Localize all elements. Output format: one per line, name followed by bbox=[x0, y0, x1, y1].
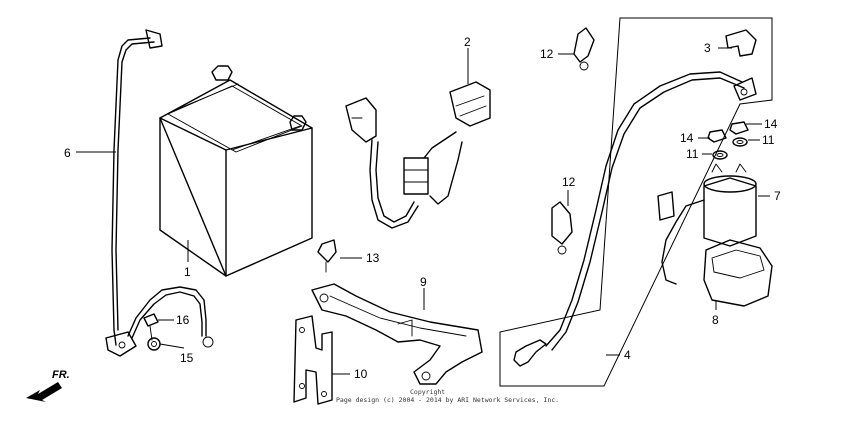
callout-1: 1 bbox=[184, 265, 191, 279]
part-12-clamp-middle[interactable] bbox=[551, 201, 573, 255]
callout-14-left: 14 bbox=[680, 131, 694, 145]
callout-3: 3 bbox=[704, 41, 711, 55]
copyright-line-1: Copyright bbox=[410, 388, 445, 396]
callout-2: 2 bbox=[464, 35, 471, 49]
direction-label: FR. bbox=[52, 369, 70, 381]
part-16-bolt[interactable] bbox=[143, 313, 159, 341]
part-11-washer-right[interactable] bbox=[732, 137, 748, 147]
part-13-clip[interactable] bbox=[317, 239, 337, 273]
part-1-battery[interactable] bbox=[159, 65, 313, 277]
part-9-bracket[interactable] bbox=[311, 283, 483, 385]
part-14-nut-left[interactable] bbox=[707, 129, 727, 143]
callout-4: 4 bbox=[624, 348, 631, 362]
callout-12-middle: 12 bbox=[562, 175, 576, 189]
leader-lines bbox=[76, 47, 770, 375]
part-11-washer-left[interactable] bbox=[712, 150, 728, 160]
part-7-starter-relay[interactable] bbox=[657, 163, 757, 285]
callout-16: 16 bbox=[176, 313, 190, 327]
part-10-plate[interactable] bbox=[293, 315, 333, 405]
part-8-relay-mount[interactable] bbox=[703, 239, 773, 307]
part-14-nut-right[interactable] bbox=[729, 121, 749, 135]
callout-7: 7 bbox=[774, 189, 781, 203]
arrow-left-down-icon bbox=[26, 382, 62, 402]
callout-11-left: 11 bbox=[686, 147, 699, 161]
callout-8: 8 bbox=[712, 313, 719, 327]
callout-6: 6 bbox=[64, 146, 71, 160]
callout-14-right: 14 bbox=[764, 117, 778, 131]
part-2-fuse-wire[interactable] bbox=[345, 81, 491, 229]
copyright-line-2: Page design (c) 2004 - 2014 by ARI Netwo… bbox=[336, 396, 559, 404]
part-3-terminal-cover[interactable] bbox=[725, 29, 757, 57]
part-12-clamp-top[interactable] bbox=[573, 27, 595, 71]
part-4-starter-cable[interactable] bbox=[513, 71, 757, 367]
callout-11-right: 11 bbox=[762, 133, 775, 147]
part-6-negative-cable[interactable] bbox=[105, 29, 214, 357]
callout-labels: 6 1 2 3 4 7 8 9 10 11 11 12 12 13 14 14 … bbox=[64, 35, 781, 381]
callout-9: 9 bbox=[420, 275, 427, 289]
part-15-nut[interactable] bbox=[147, 337, 161, 351]
assembly-boundary bbox=[499, 17, 773, 387]
callout-15: 15 bbox=[180, 351, 194, 365]
front-direction-indicator: FR. bbox=[26, 369, 70, 402]
callout-12-top: 12 bbox=[540, 47, 554, 61]
callout-10: 10 bbox=[354, 367, 368, 381]
copyright-notice: Copyright Page design (c) 2004 - 2014 by… bbox=[336, 388, 559, 404]
callout-13: 13 bbox=[366, 251, 380, 265]
